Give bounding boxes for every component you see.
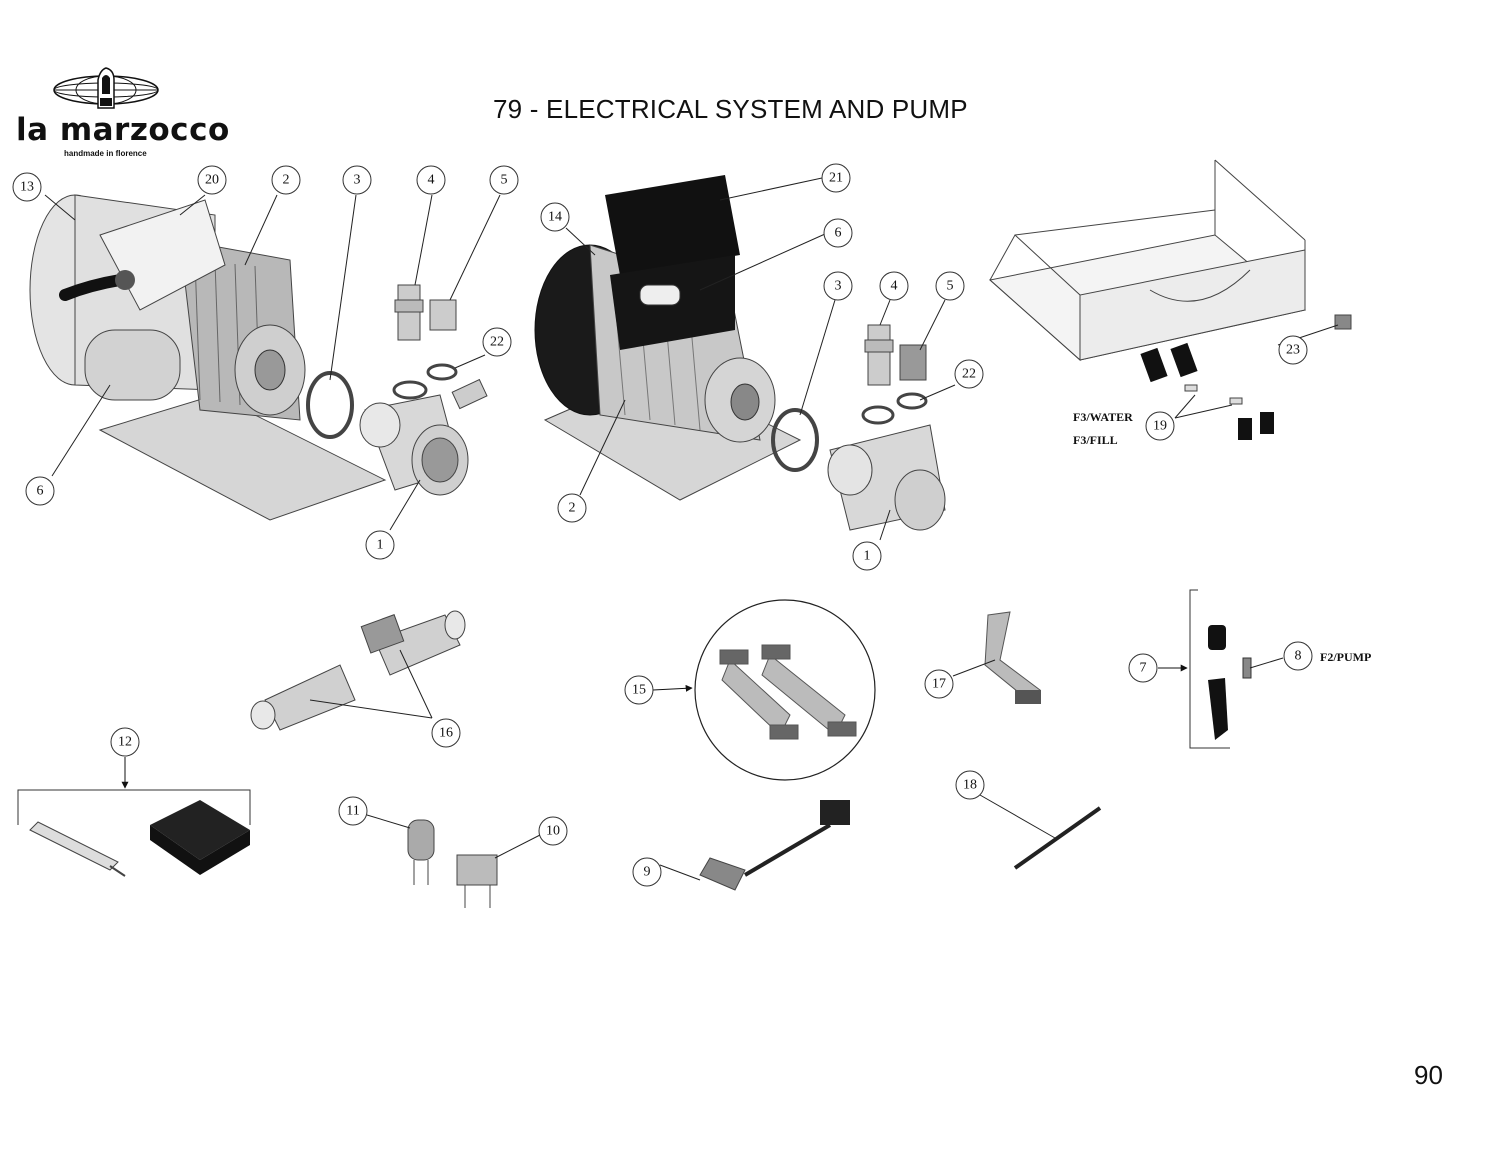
page-title: 79 - ELECTRICAL SYSTEM AND PUMP [493, 94, 968, 124]
logo-globe-icon [53, 67, 159, 109]
svg-text:20: 20 [205, 173, 219, 188]
callout-8: 8 [1283, 641, 1313, 671]
brand-tagline: handmade in florence [64, 149, 147, 158]
ribbon-cables [719, 644, 857, 740]
callout-22b: 22 [954, 359, 984, 389]
callout-3a: 3 [342, 165, 372, 195]
callout-1a: 1 [365, 530, 395, 560]
brand-name: la marzocco [16, 112, 230, 148]
callout-18: 18 [955, 770, 985, 800]
label-f3-water: F3/WATER [1073, 410, 1133, 424]
label-f3-fill: F3/FILL [1073, 433, 1118, 447]
callout-23: 23 [1278, 335, 1308, 365]
fittings-center [861, 324, 928, 425]
callout-20: 20 [197, 165, 227, 195]
callout-19: 19 [1145, 411, 1175, 441]
callout-6b: 6 [823, 218, 853, 248]
sensor-cable [699, 800, 850, 891]
svg-text:6: 6 [835, 226, 842, 241]
callout-3b: 3 [823, 271, 853, 301]
svg-text:10: 10 [546, 824, 560, 839]
callout-2a: 2 [271, 165, 301, 195]
svg-text:17: 17 [932, 677, 946, 692]
svg-text:1: 1 [377, 538, 384, 553]
callout-14: 14 [540, 202, 570, 232]
svg-text:8: 8 [1295, 649, 1302, 664]
svg-text:7: 7 [1140, 661, 1147, 676]
callout-5a: 5 [489, 165, 519, 195]
svg-text:19: 19 [1153, 419, 1167, 434]
svg-text:11: 11 [346, 804, 359, 819]
svg-text:13: 13 [20, 180, 34, 195]
callout-10: 10 [538, 816, 568, 846]
thermal-paste-and-relay [17, 789, 251, 877]
callout-13: 13 [12, 172, 42, 202]
svg-text:2: 2 [283, 173, 290, 188]
fuse-group-bracket [1189, 589, 1252, 749]
probe-rod [1013, 806, 1102, 870]
pump-motor-center [534, 175, 802, 501]
callout-1b: 1 [852, 541, 882, 571]
callout-2b: 2 [557, 493, 587, 523]
callout-11: 11 [338, 796, 368, 826]
svg-text:15: 15 [632, 683, 646, 698]
svg-text:4: 4 [428, 173, 435, 188]
page-number: 90 [1414, 1060, 1443, 1090]
capacitor [407, 819, 435, 885]
svg-text:21: 21 [829, 171, 843, 186]
svg-text:1: 1 [864, 549, 871, 564]
fittings-left [392, 284, 458, 400]
clamp-center [771, 408, 819, 472]
svg-text:16: 16 [439, 726, 453, 741]
fuse-holders [1140, 314, 1352, 440]
callout-7: 7 [1128, 653, 1158, 683]
arrow-15 [652, 684, 693, 692]
svg-text:3: 3 [835, 279, 842, 294]
ribbon-cable-detail-circle [694, 599, 876, 781]
callout-17: 17 [924, 669, 954, 699]
svg-text:9: 9 [644, 865, 651, 880]
svg-text:2: 2 [569, 501, 576, 516]
ribbon-cable-single [984, 611, 1041, 704]
callout-12: 12 [110, 727, 140, 757]
svg-text:4: 4 [891, 279, 898, 294]
callout-5b: 5 [935, 271, 965, 301]
clamp-left [306, 371, 354, 439]
svg-text:5: 5 [947, 279, 954, 294]
pump-head-center [827, 424, 946, 531]
callout-21: 21 [821, 163, 851, 193]
callout-4a: 4 [416, 165, 446, 195]
svg-text:22: 22 [490, 335, 504, 350]
connector-pair [250, 610, 466, 731]
callout-6a: 6 [25, 476, 55, 506]
svg-text:14: 14 [548, 210, 562, 225]
leader-lines [44, 177, 1339, 881]
callout-16: 16 [431, 718, 461, 748]
callout-9: 9 [632, 857, 662, 887]
svg-text:12: 12 [118, 735, 132, 750]
filter-component [456, 854, 498, 908]
label-f2-pump: F2/PUMP [1320, 650, 1372, 664]
svg-text:18: 18 [963, 778, 977, 793]
fuse-bracket-tray [988, 159, 1307, 362]
svg-text:5: 5 [501, 173, 508, 188]
pump-head-left [359, 378, 488, 496]
svg-text:23: 23 [1286, 343, 1300, 358]
svg-text:22: 22 [962, 367, 976, 382]
svg-text:3: 3 [354, 173, 361, 188]
callout-4b: 4 [879, 271, 909, 301]
callout-22a: 22 [482, 327, 512, 357]
pump-motor-left [29, 194, 387, 521]
svg-text:6: 6 [37, 484, 44, 499]
callout-15: 15 [624, 675, 654, 705]
